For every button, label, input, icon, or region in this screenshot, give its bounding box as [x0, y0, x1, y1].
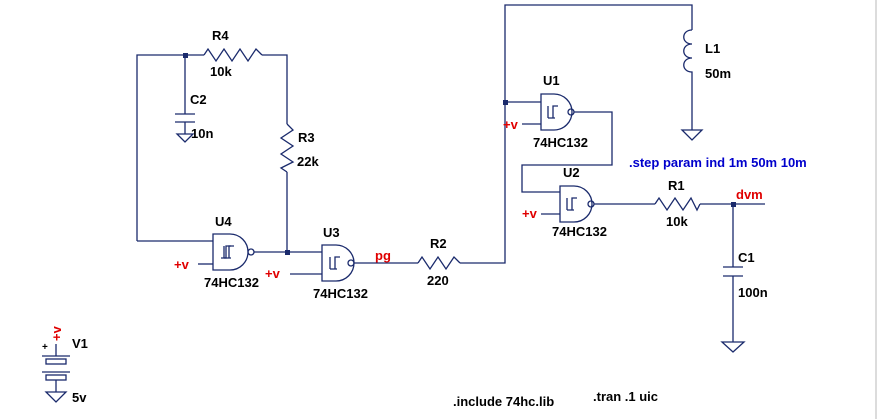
u1-bubble	[567, 108, 575, 116]
u1-body	[540, 93, 573, 131]
u3-bubble	[347, 259, 355, 267]
r3-name: R3	[298, 130, 315, 145]
junction-r4-c2	[183, 53, 188, 58]
v1-cell-2	[45, 358, 67, 365]
wires	[136, 4, 765, 342]
gate-u4[interactable]: U4 74HC132 +v	[174, 214, 259, 290]
c2-value: 10n	[191, 126, 213, 141]
u4-bubble	[247, 248, 255, 256]
u4-model: 74HC132	[204, 275, 259, 290]
r1-value: 10k	[666, 214, 688, 229]
u2-schmitt-icon	[566, 197, 577, 211]
u3-body	[321, 244, 355, 282]
inductor-l1[interactable]: L1 50m	[680, 29, 731, 141]
u1-model: 74HC132	[533, 135, 588, 150]
gate-u1[interactable]: U1 74HC132 +v	[503, 73, 588, 150]
v1-supply-label: +v	[49, 325, 64, 341]
c2-name: C2	[190, 92, 207, 107]
wire-u1-out	[521, 111, 613, 193]
u4-schmitt-icon-b	[223, 245, 234, 259]
l1-coil	[683, 29, 693, 80]
c1-name: C1	[738, 250, 755, 265]
v1-ground-icon	[44, 391, 68, 403]
resistor-r4-body	[203, 47, 263, 63]
u3-supply-label: +v	[265, 266, 281, 281]
resistor-r1[interactable]: R1 10k	[654, 178, 701, 229]
u2-body	[559, 185, 593, 223]
l1-ground-icon	[680, 129, 704, 141]
r4-name: R4	[212, 28, 229, 43]
l1-value: 50m	[705, 66, 731, 81]
u4-body	[212, 233, 249, 271]
net-label-dvm: dvm	[736, 187, 763, 202]
c2-ground-icon	[175, 133, 195, 143]
l1-name: L1	[705, 41, 720, 56]
r2-name: R2	[430, 236, 447, 251]
u1-schmitt-icon	[547, 105, 558, 119]
u4-name: U4	[215, 214, 232, 229]
c1-ground-icon	[720, 341, 746, 353]
capacitor-c1[interactable]: C1 100n	[720, 250, 768, 353]
u2-bubble	[587, 200, 595, 208]
c1-value: 100n	[738, 285, 768, 300]
tran-directive[interactable]: .tran .1 uic	[593, 389, 658, 404]
gate-u3[interactable]: U3 74HC132 +v	[265, 225, 368, 301]
junction-u1-in	[503, 100, 508, 105]
gate-u2[interactable]: U2 74HC132 +v	[522, 165, 607, 239]
u2-supply-label: +v	[522, 206, 538, 221]
u3-name: U3	[323, 225, 340, 240]
v1-cell-4	[45, 374, 67, 381]
r1-name: R1	[668, 178, 685, 193]
u2-name: U2	[563, 165, 580, 180]
r4-value: 10k	[210, 64, 232, 79]
resistor-r3[interactable]: R3 22k	[279, 123, 319, 173]
resistor-r2[interactable]: R2 220	[417, 236, 461, 288]
resistor-r4[interactable]: R4 10k	[203, 28, 263, 79]
net-label-pg: pg	[375, 248, 391, 263]
wire-r4-right	[262, 54, 288, 124]
resistor-r2-body	[417, 255, 461, 271]
junctions	[183, 53, 736, 255]
include-directive[interactable]: .include 74hc.lib	[453, 394, 554, 409]
u4-supply-label: +v	[174, 257, 190, 272]
r3-value: 22k	[297, 154, 319, 169]
u2-model: 74HC132	[552, 224, 607, 239]
u1-supply-label: +v	[503, 117, 519, 132]
u3-schmitt-icon	[329, 256, 340, 270]
step-directive[interactable]: .step param ind 1m 50m 10m	[629, 155, 807, 170]
resistor-r3-body	[279, 123, 295, 173]
u3-model: 74HC132	[313, 286, 368, 301]
capacitor-c2[interactable]: C2 10n	[175, 92, 213, 143]
u1-name: U1	[543, 73, 560, 88]
v1-name: V1	[72, 336, 88, 351]
voltage-source-v1[interactable]: +v + V1 5v	[42, 325, 88, 405]
junction-u4-out	[285, 250, 290, 255]
wire-r2-right	[460, 4, 693, 264]
v1-value: 5v	[72, 390, 87, 405]
junction-dvm	[731, 202, 736, 207]
wire-r4-left	[136, 54, 185, 241]
r2-value: 220	[427, 273, 449, 288]
v1-plus-sign: +	[42, 342, 48, 353]
resistor-r1-body	[654, 196, 701, 212]
